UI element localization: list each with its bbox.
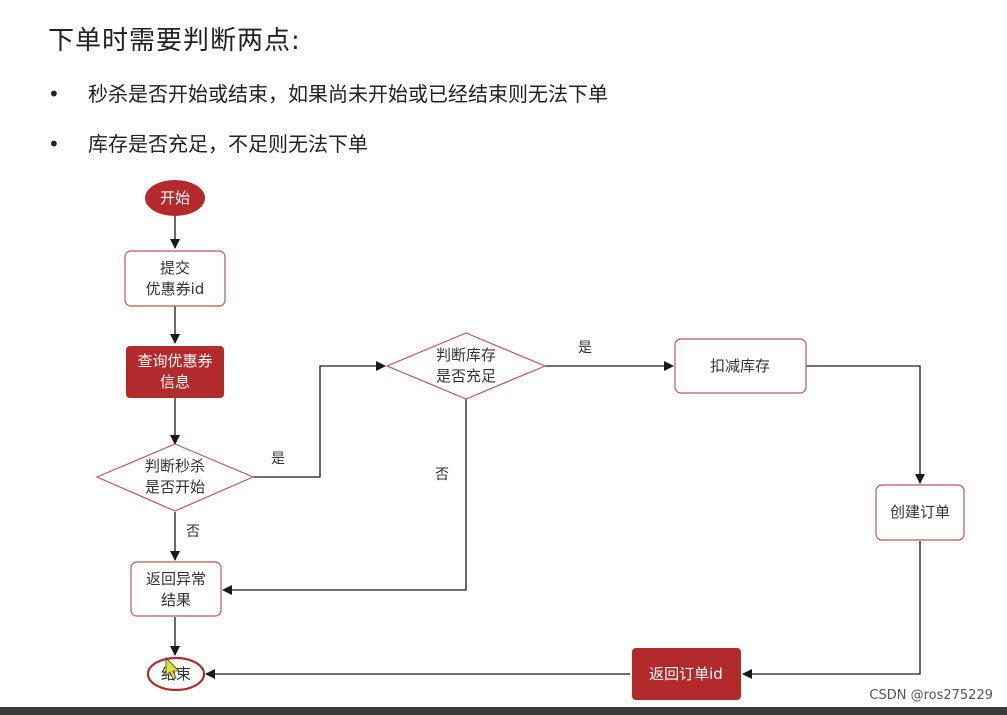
node-end: 结束 <box>146 656 206 692</box>
node-submit-coupon: 提交 优惠券id <box>124 250 226 307</box>
label-no-seckill: 否 <box>186 524 200 540</box>
edge-deduct-create <box>806 365 925 484</box>
edge-create-return <box>742 541 921 679</box>
node-return-order-id-label: 返回订单id <box>649 665 723 683</box>
bottom-bar <box>0 707 1007 715</box>
node-judge-seckill: 判断秒杀 是否开始 <box>95 443 255 512</box>
node-query-line2: 信息 <box>160 373 190 391</box>
node-query-coupon: 查询优惠券 信息 <box>126 346 224 398</box>
label-yes-stock: 是 <box>578 340 592 356</box>
bullet-text: 秒杀是否开始或结束，如果尚未开始或已经结束则无法下单 <box>88 82 608 106</box>
edge-stock-error <box>222 398 467 595</box>
node-deduct-label: 扣减库存 <box>710 357 770 375</box>
node-judge-stock-line1: 判断库存 <box>436 346 496 364</box>
node-deduct-stock: 扣减库存 <box>674 338 807 394</box>
node-return-error: 返回异常 结果 <box>130 561 222 617</box>
node-submit-line2: 优惠券id <box>146 280 205 298</box>
mouse-cursor-icon <box>165 657 180 680</box>
edge-judge-stock <box>253 361 386 478</box>
node-submit-line1: 提交 <box>160 259 190 277</box>
edges <box>170 216 925 679</box>
watermark: CSDN @ros275229 <box>869 688 993 703</box>
bullet-text: 库存是否充足，不足则无法下单 <box>88 132 368 156</box>
node-judge-stock-line2: 是否充足 <box>436 367 496 385</box>
node-query-line1: 查询优惠券 <box>137 352 212 370</box>
node-judge-seckill-line1: 判断秒杀 <box>145 457 205 475</box>
bullet-dot: • <box>48 82 60 106</box>
node-judge-stock: 判断库存 是否充足 <box>385 332 547 400</box>
bullet-dot: • <box>48 132 60 156</box>
label-yes-seckill: 是 <box>271 451 285 467</box>
node-start-label: 开始 <box>160 189 190 207</box>
node-create-order-label: 创建订单 <box>890 503 950 521</box>
node-return-order-id: 返回订单id <box>632 648 741 700</box>
node-create-order: 创建订单 <box>875 484 965 541</box>
node-return-error-line2: 结果 <box>161 591 191 609</box>
node-judge-seckill-line2: 是否开始 <box>145 478 205 496</box>
bullet-item-stock: • 库存是否充足，不足则无法下单 <box>48 128 368 157</box>
node-start: 开始 <box>145 180 205 216</box>
page-heading: 下单时需要判断两点: <box>48 26 301 56</box>
label-no-stock: 否 <box>435 467 449 483</box>
bullet-item-seckill: • 秒杀是否开始或结束，如果尚未开始或已经结束则无法下单 <box>48 78 608 107</box>
node-return-error-line1: 返回异常 <box>146 570 206 588</box>
